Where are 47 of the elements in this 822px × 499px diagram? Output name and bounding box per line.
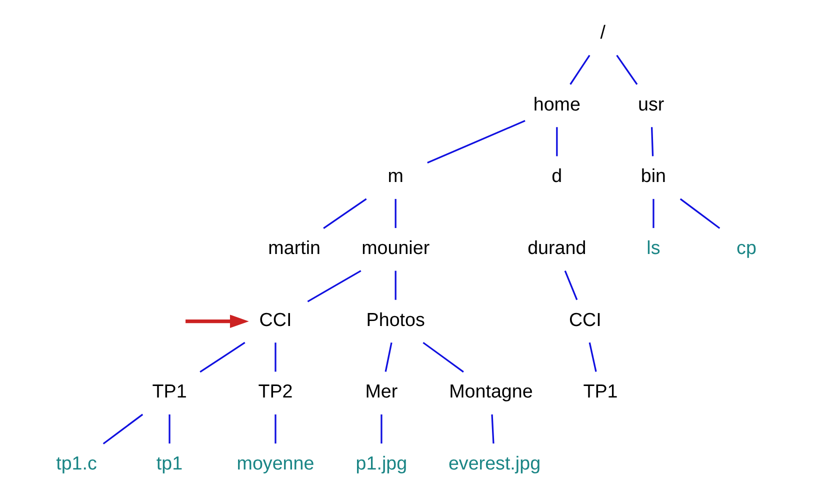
node-text: / xyxy=(600,21,605,42)
node-text: moyenne xyxy=(236,452,314,474)
connector xyxy=(569,54,590,85)
node-text: d xyxy=(551,165,562,186)
connector xyxy=(616,54,638,85)
node-text: cp xyxy=(736,236,756,258)
connector xyxy=(556,127,558,156)
node-text: m xyxy=(387,165,403,186)
node-text: everest.jpg xyxy=(448,452,540,474)
node-text: martin xyxy=(268,236,320,258)
arrow xyxy=(185,314,248,328)
node-text: durand xyxy=(527,236,586,258)
node-text: TP1 xyxy=(582,380,618,402)
connector xyxy=(168,414,170,444)
connector xyxy=(274,414,276,444)
node-text: TP2 xyxy=(258,380,292,402)
node-text: Photos xyxy=(366,308,424,330)
node-text: ls xyxy=(646,236,660,258)
connector xyxy=(380,414,382,444)
connector xyxy=(679,198,720,229)
node-text: CCI xyxy=(568,308,601,330)
connector xyxy=(102,414,143,444)
connector xyxy=(274,342,276,372)
node-text: p1.jpg xyxy=(355,452,407,474)
connector xyxy=(426,120,525,164)
connector xyxy=(394,198,396,228)
node-text: Mer xyxy=(364,380,398,402)
connector xyxy=(588,342,596,372)
node-text: bin xyxy=(640,165,666,186)
connector xyxy=(322,198,366,229)
connector xyxy=(394,270,396,300)
node-text: CCI xyxy=(258,308,292,330)
connector xyxy=(650,127,654,156)
connector xyxy=(306,270,361,302)
connector xyxy=(652,198,654,228)
connector xyxy=(490,414,494,444)
node-text: usr xyxy=(638,93,664,114)
node-text: tp1 xyxy=(156,452,182,474)
node-text: TP1 xyxy=(152,380,186,402)
connector xyxy=(564,270,578,300)
node-text: Montagne xyxy=(448,380,532,402)
node-text: mounier xyxy=(361,236,430,258)
node-text: home xyxy=(532,93,580,114)
connector xyxy=(199,342,245,373)
connector xyxy=(422,342,464,373)
node-text: tp1.c xyxy=(56,452,96,474)
connector xyxy=(384,342,392,372)
